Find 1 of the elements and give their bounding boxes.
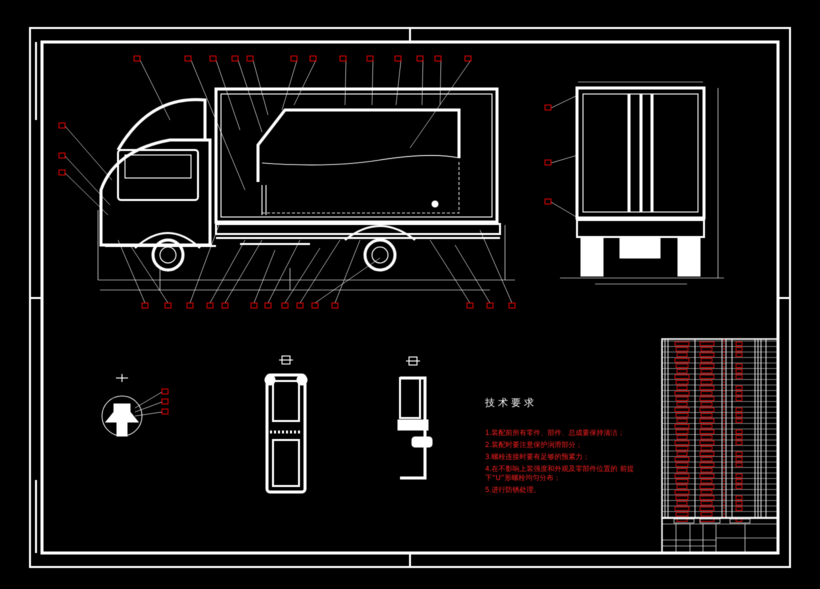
- technical-requirements-heading: 技术要求: [485, 396, 537, 411]
